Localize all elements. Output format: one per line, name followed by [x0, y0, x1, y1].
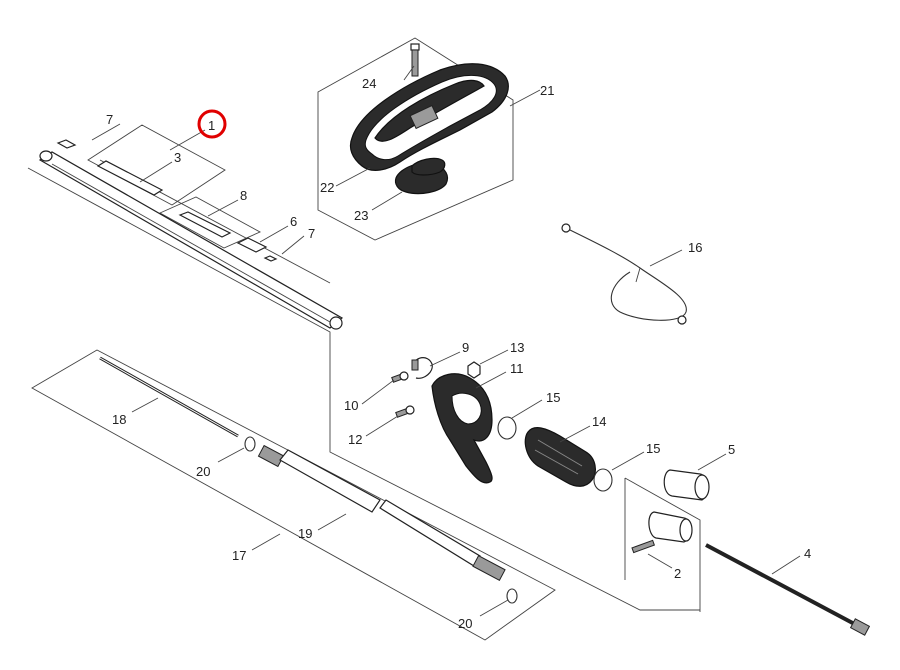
label-part-21: 21 [540, 83, 554, 98]
label-part-4: 4 [804, 546, 811, 561]
label-part-9: 9 [462, 340, 469, 355]
throttle-cable-16 [561, 223, 687, 325]
label-part-12: 12 [348, 432, 362, 447]
screw-10 [391, 371, 409, 383]
handle-clamp-23 [394, 157, 449, 195]
label-part-23: 23 [354, 208, 368, 223]
circlip-15-lower [593, 468, 613, 492]
o-ring-20-upper [244, 436, 256, 452]
drive-shaft-4 [705, 543, 871, 636]
label-7-lower [263, 255, 278, 262]
label-part-5: 5 [728, 442, 735, 457]
nut-13 [467, 361, 481, 379]
clamp-9 [411, 357, 433, 379]
label-part-1: 1 [208, 118, 215, 133]
label-part-20-lower: 20 [458, 616, 472, 631]
screw-12 [395, 405, 415, 418]
label-part-8: 8 [240, 188, 247, 203]
label-part-22: 22 [320, 180, 334, 195]
label-6 [236, 237, 268, 253]
bolt-24 [410, 43, 420, 77]
tube-joint-frame [624, 477, 701, 612]
label-part-18: 18 [112, 412, 126, 427]
flex-tube-19 [257, 444, 506, 582]
throttle-housing-11 [431, 373, 493, 484]
part-number-labels: 1 7 3 8 6 7 24 21 22 23 16 9 13 11 10 12… [106, 76, 811, 631]
label-part-3: 3 [174, 150, 181, 165]
label-part-14: 14 [592, 414, 606, 429]
label-7-top [56, 139, 77, 149]
label-part-7-top: 7 [106, 112, 113, 127]
rear-handle-frame [317, 37, 514, 241]
tube-joint-5 [663, 469, 710, 501]
label-part-13: 13 [510, 340, 524, 355]
decal-sheet-3 [87, 124, 226, 206]
label-part-24: 24 [362, 76, 376, 91]
shaft-assembly-frame [27, 159, 700, 611]
label-part-20-upper: 20 [196, 464, 210, 479]
inner-cable-18 [99, 356, 239, 438]
grip-14 [524, 427, 596, 487]
decal-8 [158, 196, 262, 249]
label-part-15-upper: 15 [546, 390, 560, 405]
highlight-circle [197, 109, 227, 139]
label-part-17: 17 [232, 548, 246, 563]
label-part-15-lower: 15 [646, 441, 660, 456]
label-part-7-lower: 7 [308, 226, 315, 241]
flex-shaft-frame [31, 349, 556, 641]
o-ring-20-lower [506, 588, 518, 604]
label-part-16: 16 [688, 240, 702, 255]
drive-shaft-tube [38, 150, 344, 330]
clamp-part-2 [631, 511, 693, 554]
label-part-11: 11 [510, 361, 524, 376]
label-part-6: 6 [290, 214, 297, 229]
circlip-15-upper [497, 416, 517, 440]
rear-handle-21 [349, 63, 509, 171]
label-part-10: 10 [344, 398, 358, 413]
label-part-2: 2 [674, 566, 681, 581]
label-part-19: 19 [298, 526, 312, 541]
leader-lines [91, 65, 801, 617]
